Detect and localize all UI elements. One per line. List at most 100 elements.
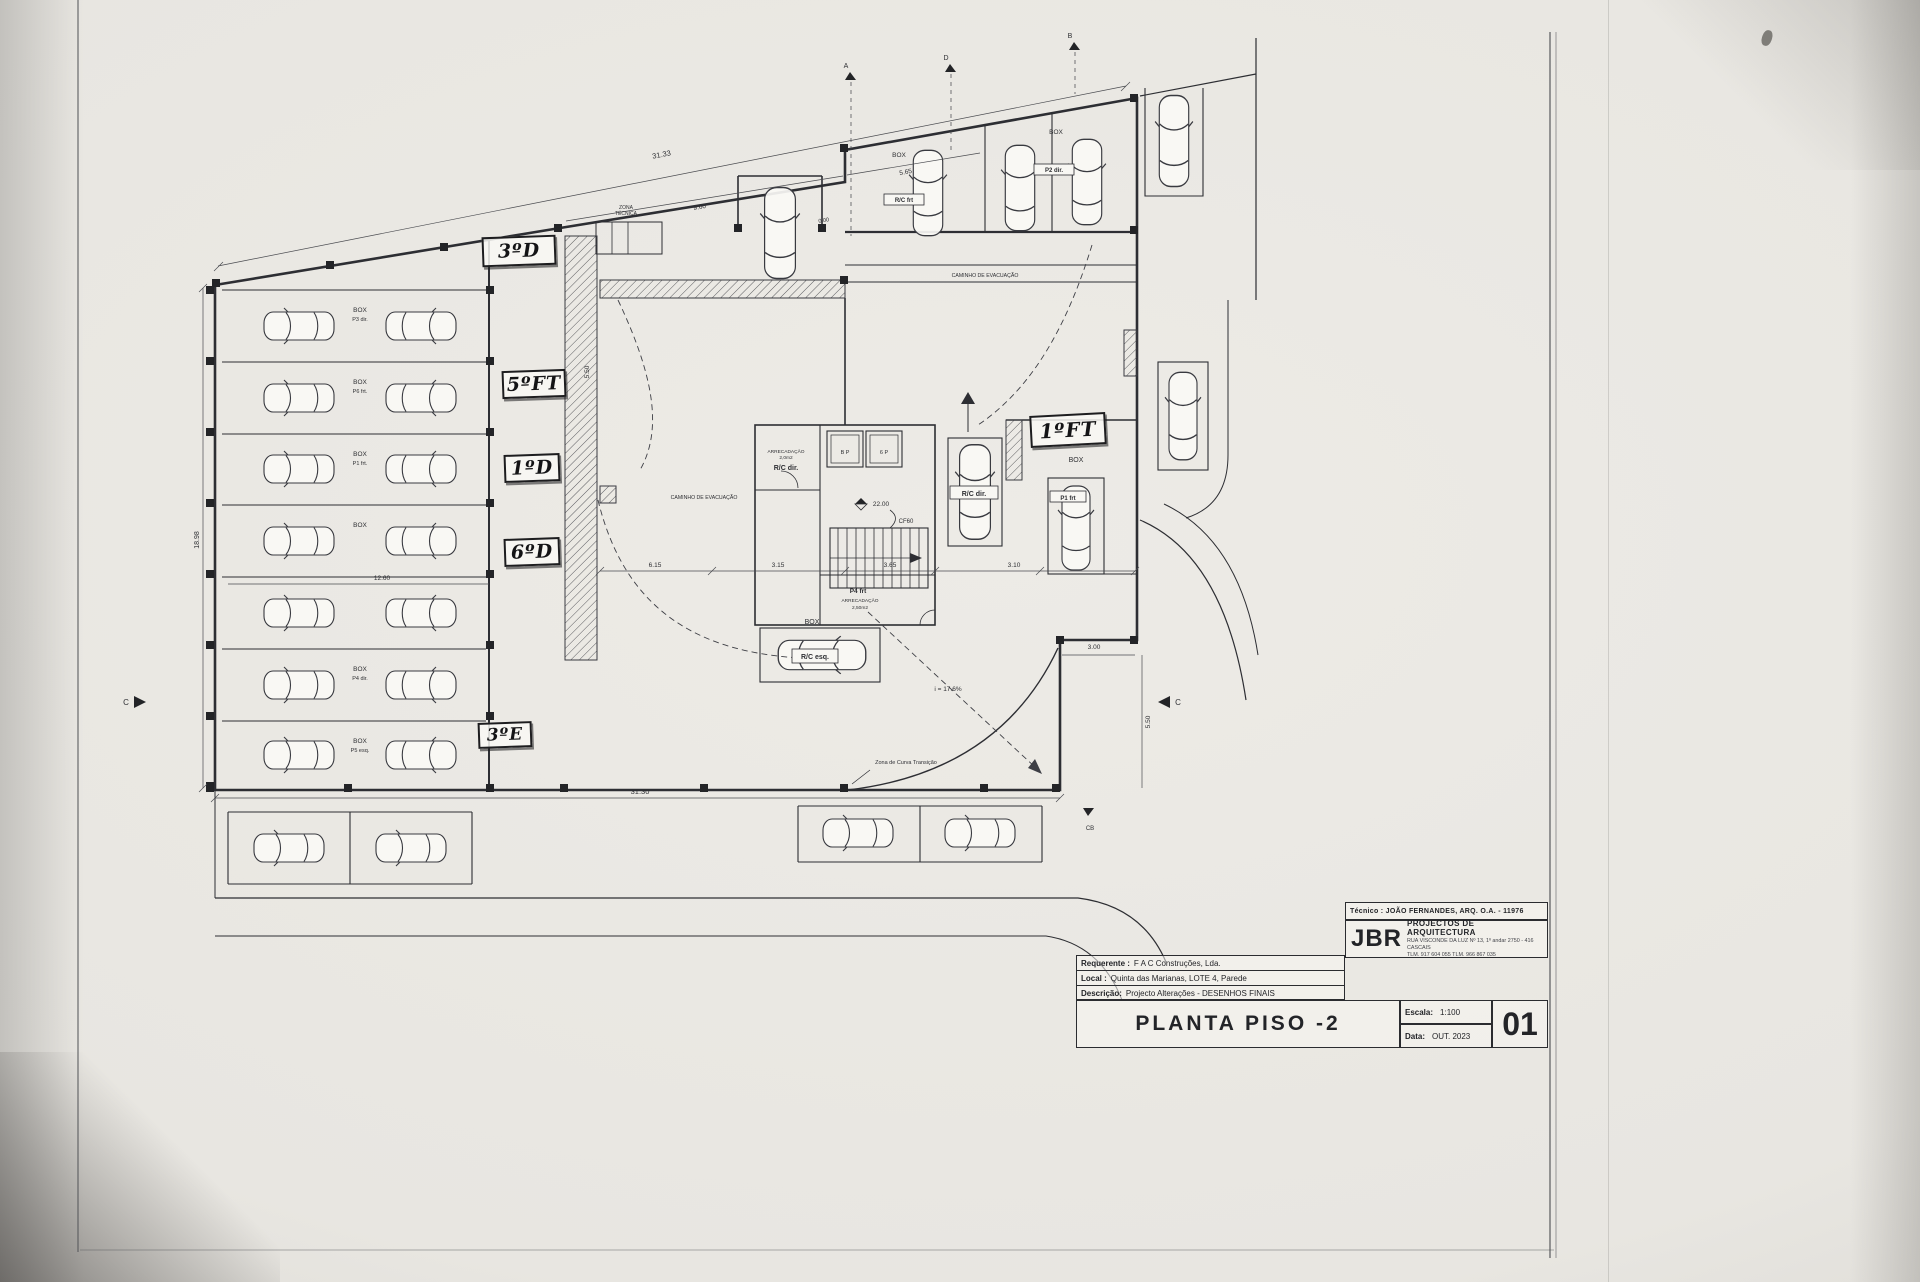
project-info: Requerente : F A C Construções, Lda. Loc… [1076, 955, 1345, 1000]
label-rcdir-room: R/C dir. [774, 465, 799, 472]
date-row: Data: OUT. 2023 [1400, 1024, 1492, 1048]
label-p1frt: P1 frt [1060, 496, 1075, 502]
label-rcesq: R/C esq. [801, 654, 829, 661]
label-bp: B P [841, 450, 850, 456]
columns [206, 94, 1138, 792]
dim-5-65: 5.65 [899, 168, 913, 177]
marker-d: D [943, 55, 948, 62]
section-markers: A D B C C CB [123, 33, 1181, 832]
dim-3-10: 3.10 [1008, 562, 1021, 569]
box-rcfrt: BOX [892, 152, 906, 159]
plan-labels: ZONA TÉCNICA CAMINHO DE EVACUAÇÃO CAMINH… [351, 129, 1087, 766]
handwritten-3E: 3ºE [477, 721, 533, 749]
requerente-value: F A C Construções, Lda. [1133, 958, 1221, 968]
row2-sub: P6 frt. [353, 389, 368, 395]
handwritten-1D: 1ºD [503, 453, 561, 483]
scale-row: Escala: 1:100 [1400, 1000, 1492, 1024]
zona-tecnica-line2: TÉCNICA [615, 210, 638, 217]
box-rcesq: BOX [805, 619, 820, 626]
dim-5-50-right: 5.50 [1145, 715, 1152, 728]
firm-name: PROJECTOS DE ARQUITECTURA [1407, 919, 1476, 938]
label-rcdir-car: R/C dir. [962, 491, 987, 498]
marker-c-left: C [123, 698, 129, 707]
firm-logo: JBR [1351, 925, 1403, 952]
drawing-title: PLANTA PISO -2 [1076, 1000, 1400, 1048]
row3-box: BOX [353, 451, 367, 458]
scale-label: Escala: [1405, 1007, 1434, 1017]
label-arrecadacao1: ARRECADAÇÃO [767, 448, 804, 455]
marker-cb: CB [1086, 826, 1094, 832]
marker-c-right: C [1175, 698, 1181, 707]
label-level: 22.00 [873, 501, 890, 508]
label-arrecadacao2: ARRECADAÇÃO [841, 597, 878, 604]
dim-18-98: 18.98 [194, 531, 201, 549]
architect-name: Técnico : JOÃO FERNANDES, ARQ. O.A. - 11… [1345, 902, 1548, 920]
label-slope: i = 17.6% [934, 686, 962, 693]
dim-total-bottom: 31.30 [631, 787, 650, 796]
firm-phones: TLM. 917 604 055 TLM. 966 867 035 [1407, 952, 1496, 959]
handwritten-6D: 6ºD [503, 537, 561, 567]
dimension-labels: 31.33 9.60 5.65 0.00 18.98 12.60 6.15 3.… [194, 148, 1152, 796]
dashed-drive-guides [597, 52, 1093, 769]
paper-fold-line [1608, 0, 1609, 1282]
label-rcfrt: R/C frt [895, 198, 913, 204]
dim-5-50-left: 5.50 [584, 365, 591, 378]
dim-12-60: 12.60 [374, 575, 391, 582]
firm-block: JBR PROJECTOS DE ARQUITECTURA RUA VISCON… [1345, 919, 1548, 958]
local-value: Quinta das Marianas, LOTE 4, Parede [1110, 973, 1247, 983]
marker-b: B [1068, 33, 1073, 40]
sheet-number: 01 [1492, 1000, 1548, 1048]
requerente-label: Requerente : [1081, 958, 1130, 968]
label-p4frt: P4 frt [850, 588, 867, 595]
label-cf60: CF60 [899, 519, 914, 525]
dim-6-15: 6.15 [649, 562, 662, 569]
sheet-frame [77, 0, 1557, 1258]
row1-box: BOX [353, 307, 367, 314]
row7-box: BOX [353, 738, 367, 745]
hatched-areas [564, 235, 1138, 661]
dim-3-15: 3.15 [772, 562, 785, 569]
scale-value: 1:100 [1440, 1007, 1461, 1017]
descricao-label: Descrição: [1081, 989, 1122, 998]
row4-box: BOX [353, 522, 367, 529]
date-value: OUT. 2023 [1432, 1031, 1471, 1041]
dimension-lines [198, 81, 1143, 803]
slope-arrowhead [1028, 759, 1042, 774]
box-p2: BOX [1049, 129, 1063, 136]
box-p1: BOX [1069, 457, 1084, 464]
firm-address: RUA VISCONDE DA LUZ Nº 13, 1º andar 2750… [1407, 938, 1534, 951]
label-sp: 6 P [880, 450, 889, 456]
handwritten-1FT: 1ºFT [1029, 412, 1107, 448]
dim-9-60: 9.60 [693, 203, 707, 212]
zona-tecnica-line1: ZONA [619, 205, 634, 211]
requerente-row: Requerente : F A C Construções, Lda. [1077, 956, 1344, 971]
row6-sub: P4 dir. [352, 676, 368, 682]
caminho-evacuacao-top: CAMINHO DE EVACUAÇÃO [952, 272, 1019, 279]
title-block: Técnico : JOÃO FERNANDES, ARQ. O.A. - 11… [1076, 902, 1548, 1048]
row6-box: BOX [353, 666, 367, 673]
label-p2dir: P2 dir. [1045, 168, 1063, 174]
handwritten-3D: 3ºD [481, 234, 557, 268]
local-label: Local : [1081, 973, 1107, 983]
dim-3-00: 3.00 [1088, 644, 1101, 651]
firm-info: PROJECTOS DE ARQUITECTURA RUA VISCONDE D… [1407, 919, 1542, 958]
label-area-small: 2,0m2 [779, 455, 793, 461]
dim-total-top: 31.33 [651, 148, 671, 160]
descricao-row: Descrição: Projecto Alterações - DESENHO… [1077, 986, 1344, 1001]
handwritten-5FT: 5ºFT [501, 368, 567, 400]
marker-a: A [844, 63, 849, 70]
caminho-evacuacao-mid: CAMINHO DE EVACUAÇÃO [671, 494, 738, 501]
dim-0-00: 0.00 [818, 217, 830, 225]
stair-elevator-core [754, 392, 975, 785]
row3-sub: P1 frt. [353, 461, 368, 467]
row2-box: BOX [353, 379, 367, 386]
label-area-big: 2,50m2 [852, 605, 868, 611]
date-label: Data: [1405, 1031, 1426, 1041]
local-row: Local : Quinta das Marianas, LOTE 4, Par… [1077, 971, 1344, 986]
row1-sub: P3 dir. [352, 317, 368, 323]
walls [213, 38, 1259, 1001]
dim-3-65: 3.65 [884, 562, 897, 569]
descricao-value: Projecto Alterações - DESENHOS FINAIS [1125, 989, 1275, 998]
